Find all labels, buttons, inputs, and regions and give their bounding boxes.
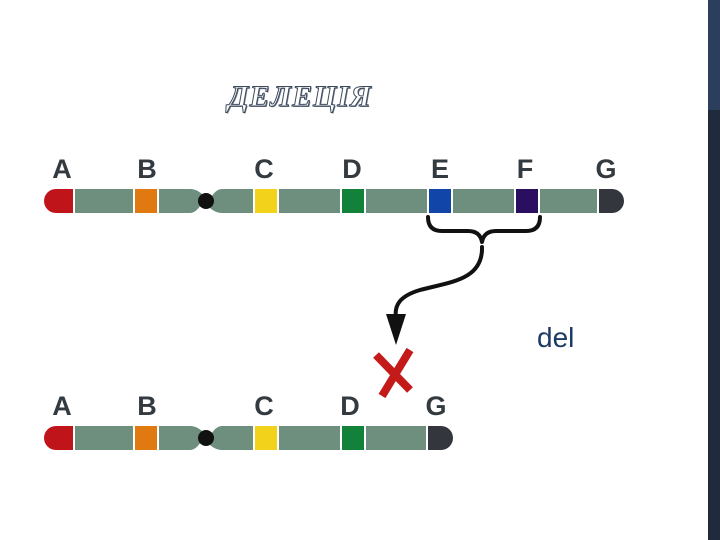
gene-band-D bbox=[341, 189, 365, 213]
centromere bbox=[198, 193, 214, 209]
gene-label-G: G bbox=[595, 154, 616, 184]
gene-label-C-deleted: C bbox=[254, 391, 274, 421]
gene-label-F: F bbox=[517, 154, 534, 184]
deletion-arrow bbox=[393, 245, 485, 320]
gene-band-G-deleted bbox=[427, 426, 453, 450]
slide-title: ДЕЛЕЦІЯ bbox=[228, 80, 372, 114]
gene-band-B bbox=[134, 189, 158, 213]
deleted-chromosome-arm-left bbox=[56, 426, 205, 450]
centromere-deleted bbox=[198, 430, 214, 446]
gene-label-D-deleted: D bbox=[340, 391, 360, 421]
normal-chromosome: A B C D E F G bbox=[44, 154, 624, 213]
gene-band-C-deleted bbox=[254, 426, 278, 450]
gene-label-D: D bbox=[342, 154, 362, 184]
gene-label-C: C bbox=[254, 154, 274, 184]
gene-band-A-deleted bbox=[44, 426, 74, 450]
gene-band-F bbox=[515, 189, 539, 213]
gene-band-G bbox=[598, 189, 624, 213]
gene-band-D-deleted bbox=[341, 426, 365, 450]
gene-label-G-deleted: G bbox=[425, 391, 446, 421]
decorative-stripe-bottom bbox=[708, 110, 720, 540]
deleted-chromosome: A B C D G bbox=[44, 391, 453, 450]
gene-label-E: E bbox=[431, 154, 449, 184]
gene-band-E bbox=[428, 189, 452, 213]
deleted-chromosome-arm-right bbox=[207, 426, 441, 450]
normal-chromosome-arm-left bbox=[56, 189, 205, 213]
gene-label-A: A bbox=[52, 154, 72, 184]
arrow-head-icon bbox=[386, 314, 406, 345]
deletion-brace bbox=[426, 215, 542, 244]
gene-label-B: B bbox=[137, 154, 157, 184]
gene-band-C bbox=[254, 189, 278, 213]
decorative-stripe-top bbox=[708, 0, 720, 110]
normal-chromosome-arm-right bbox=[207, 189, 612, 213]
gene-band-B-deleted bbox=[134, 426, 158, 450]
gene-band-A bbox=[44, 189, 74, 213]
cross-icon bbox=[373, 347, 414, 399]
deletion-label: del bbox=[537, 322, 575, 353]
gene-label-A-deleted: A bbox=[52, 391, 72, 421]
gene-label-B-deleted: B bbox=[137, 391, 157, 421]
